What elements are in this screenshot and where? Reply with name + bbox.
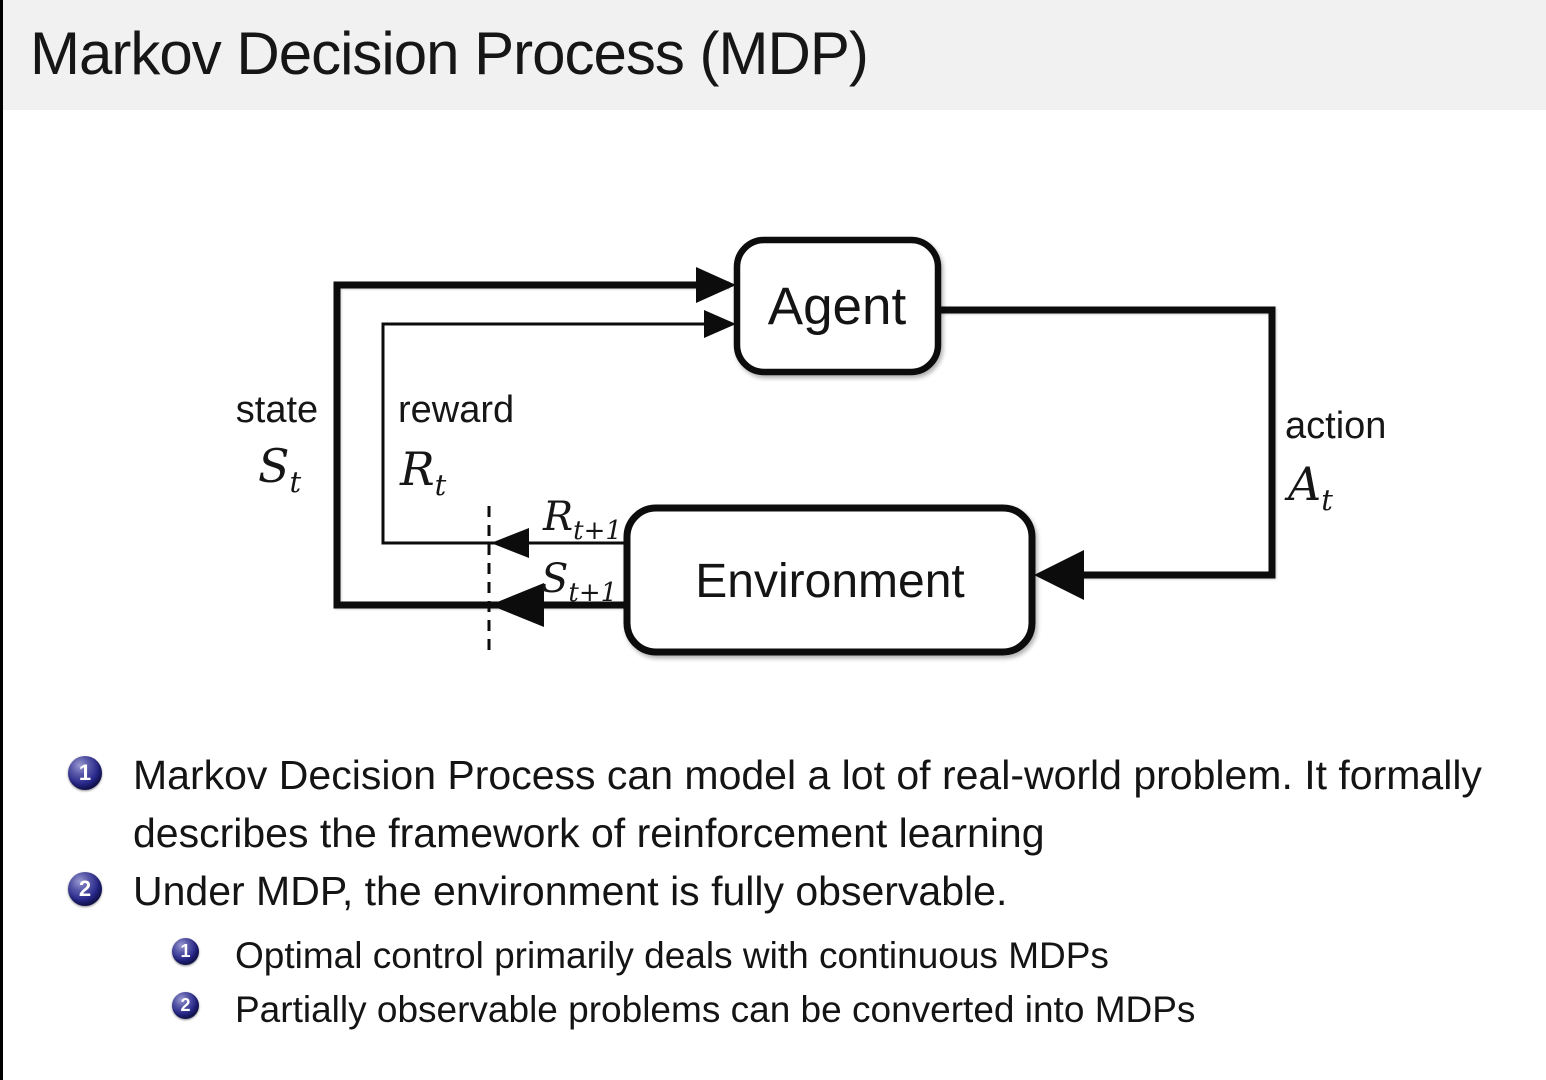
list-item: 2 Under MDP, the environment is fully ob… [68,862,1514,920]
action-label: action [1285,405,1386,447]
sub-list-item: 1 Optimal control primarily deals with c… [172,929,1514,983]
action-into-environment-arrowhead [1034,550,1084,600]
action-symbol: At [1284,457,1333,517]
bullet-text: Under MDP, the environment is fully obse… [133,868,1008,914]
sub-bullet-number-badge: 1 [172,938,199,965]
reward-symbol: Rt [399,442,447,502]
list-item: 1 Markov Decision Process can model a lo… [68,746,1514,862]
next-state-arrowhead [490,583,544,627]
next-reward-symbol: Rt+1 [542,494,622,546]
sub-bullet-text: Optimal control primarily deals with con… [235,935,1109,976]
state-symbol: St [258,439,302,499]
agent-box [733,236,942,376]
action-loop-line [936,306,1276,579]
screen-left-edge [0,0,3,1080]
reward-into-agent-arrowhead [704,310,736,338]
agent-box-label: Agent [768,277,907,336]
state-into-agent-arrowhead [696,267,736,303]
bullet-number: 2 [180,995,191,1015]
next-reward-arrowhead [491,528,529,558]
bullet-number: 2 [78,876,92,901]
mdp-agent-environment-diagram: Agent Environment state St reward Rt Rt+… [230,200,1430,670]
environment-box-label: Environment [695,555,964,608]
next-state-symbol: St+1 [541,556,617,608]
bullet-text: Markov Decision Process can model a lot … [133,752,1482,856]
bullet-number-badge: 2 [68,872,102,906]
bullet-list: 1 Markov Decision Process can model a lo… [68,746,1514,1037]
sub-bullet-number-badge: 2 [172,992,199,1019]
page-title: Markov Decision Process (MDP) [30,20,869,87]
environment-box [623,504,1036,656]
state-loop-line [333,281,729,609]
sub-list-item: 2 Partially observable problems can be c… [172,983,1514,1037]
sub-bullet-text: Partially observable problems can be con… [235,989,1196,1030]
reward-label: reward [398,389,514,431]
bullet-number: 1 [180,941,191,961]
bullet-number: 1 [78,760,92,785]
slide-header: Markov Decision Process (MDP) [0,0,1546,110]
bullet-number-badge: 1 [68,756,102,790]
state-label: state [236,389,318,431]
